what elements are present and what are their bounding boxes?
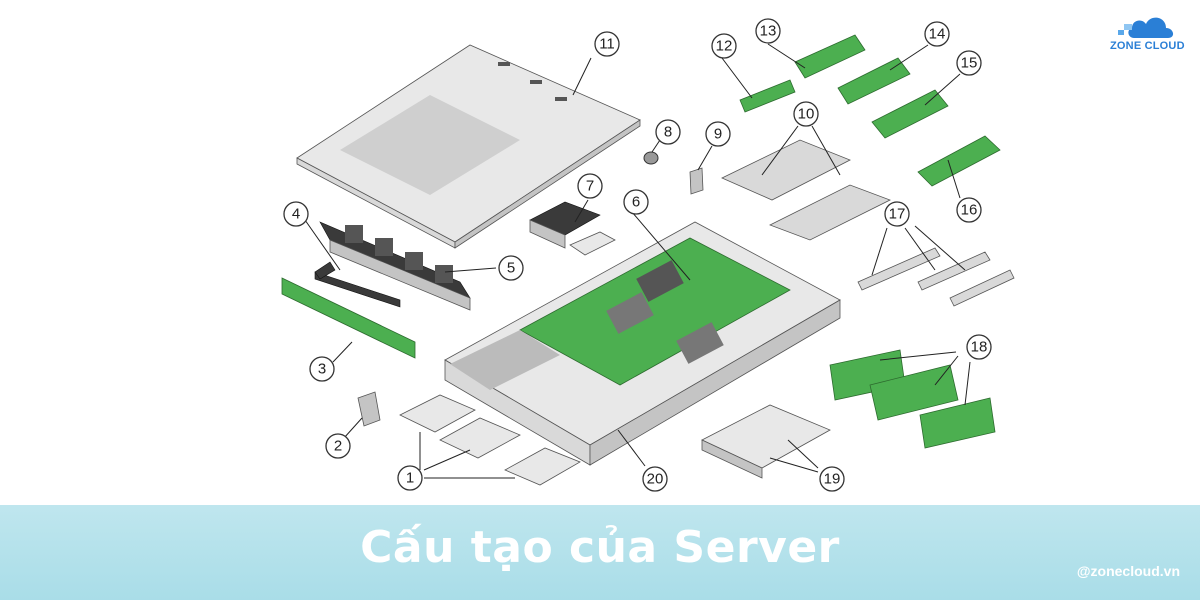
part-card-13 <box>794 34 866 79</box>
svg-text:14: 14 <box>929 26 946 43</box>
part-psus <box>701 404 831 479</box>
svg-text:4: 4 <box>292 206 300 223</box>
callout-19: 19 <box>819 466 845 492</box>
server-exploded-diagram: 1 2 3 4 5 6 7 8 9 10 11 12 13 14 15 16 1… <box>281 18 1015 492</box>
callout-15: 15 <box>956 50 982 76</box>
svg-text:13: 13 <box>760 23 777 40</box>
callout-18: 18 <box>966 334 992 360</box>
svg-text:1: 1 <box>406 470 414 487</box>
leader-lines <box>304 43 971 479</box>
svg-text:5: 5 <box>507 260 515 277</box>
svg-text:20: 20 <box>647 471 664 488</box>
callout-13: 13 <box>755 18 781 44</box>
part-drives <box>399 394 581 486</box>
callout-12: 12 <box>711 33 737 59</box>
callout-1: 1 <box>397 465 423 491</box>
svg-text:2: 2 <box>334 438 342 455</box>
callout-7: 7 <box>577 173 603 199</box>
banner-title: Cấu tạo của Server <box>360 522 840 573</box>
callout-3: 3 <box>309 356 335 382</box>
part-dimms <box>829 349 996 449</box>
svg-text:18: 18 <box>971 339 988 356</box>
svg-text:9: 9 <box>714 126 722 143</box>
part-bracket <box>357 391 381 427</box>
callout-14: 14 <box>924 21 950 47</box>
part-air-duct <box>314 261 401 308</box>
svg-text:17: 17 <box>889 206 906 223</box>
callout-16: 16 <box>956 197 982 223</box>
part-usb-stick <box>689 167 704 195</box>
part-card-14 <box>837 57 911 105</box>
callout-10: 10 <box>793 101 819 127</box>
part-chassis <box>444 221 841 466</box>
svg-text:12: 12 <box>716 38 733 55</box>
svg-text:10: 10 <box>798 106 815 123</box>
part-rails <box>857 247 1015 307</box>
svg-text:7: 7 <box>586 178 594 195</box>
part-top-cover <box>296 44 641 249</box>
part-card-16 <box>917 135 1001 187</box>
part-battery <box>643 151 659 165</box>
part-card-15 <box>871 89 949 139</box>
callout-20: 20 <box>642 466 668 492</box>
part-backplane <box>281 277 416 359</box>
callout-4: 4 <box>283 201 309 227</box>
logo-text: ZONE CLOUD <box>1110 40 1185 52</box>
callout-2: 2 <box>325 433 351 459</box>
social-handle: @zonecloud.vn <box>1076 563 1180 579</box>
callout-8: 8 <box>655 119 681 145</box>
part-riser-cages <box>721 139 891 241</box>
callout-17: 17 <box>884 201 910 227</box>
svg-text:8: 8 <box>664 124 672 141</box>
title-banner <box>0 505 1200 600</box>
callout-9: 9 <box>705 121 731 147</box>
part-heatsink-cpu <box>529 201 616 256</box>
part-card-12 <box>739 79 796 113</box>
svg-text:6: 6 <box>632 194 640 211</box>
svg-text:3: 3 <box>318 361 326 378</box>
svg-text:15: 15 <box>961 55 978 72</box>
callout-6: 6 <box>623 189 649 215</box>
zonecloud-logo-icon <box>1118 17 1174 38</box>
svg-text:16: 16 <box>961 202 978 219</box>
part-fan-modules <box>319 221 471 311</box>
svg-text:11: 11 <box>599 36 615 53</box>
callout-11: 11 <box>594 31 620 57</box>
callout-5: 5 <box>498 255 524 281</box>
svg-text:19: 19 <box>824 471 841 488</box>
